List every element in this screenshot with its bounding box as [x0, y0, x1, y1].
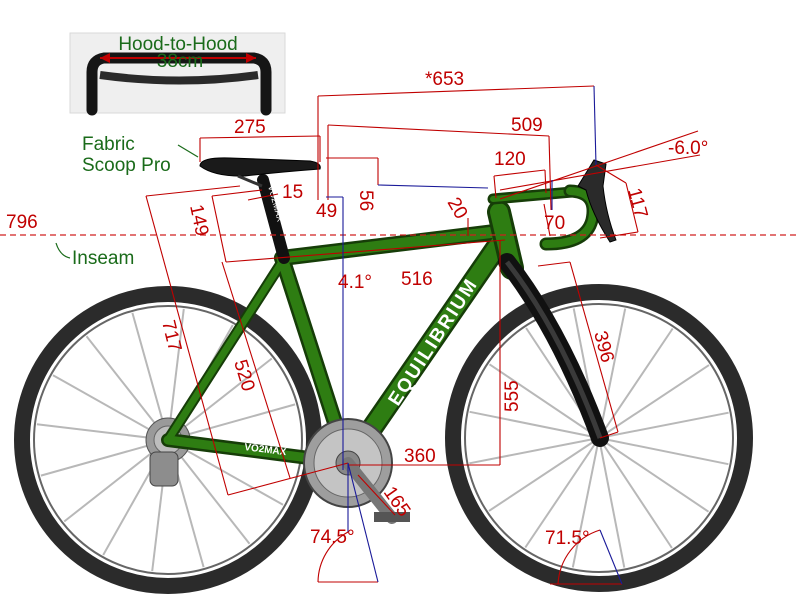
handlebar-inset: Hood-to-Hood 38cm: [69, 32, 286, 116]
label-bar-drop: 70: [544, 213, 565, 234]
rear-derailleur: [149, 451, 179, 487]
saddle-name-line1: Fabric: [82, 134, 135, 155]
saddle-callout: Fabric Scoop Pro: [82, 134, 199, 176]
wheel-spoke: [598, 327, 674, 439]
saddle: [199, 157, 321, 188]
label-bar-reach: 509: [511, 115, 543, 136]
wheel-spoke: [598, 437, 710, 513]
inseam-reference: 796 Inseam: [0, 212, 800, 269]
label-head-angle: 71.5°: [545, 528, 590, 549]
wheel-spoke: [598, 437, 626, 568]
label-seatpost-offset: 15: [282, 182, 303, 203]
label-seat-cluster-gap: 49: [316, 201, 337, 222]
inset-value: 38cm: [157, 51, 203, 72]
wheel-spoke: [488, 437, 600, 512]
label-saddle-height-offset: 56: [355, 190, 376, 211]
inseam-label: Inseam: [72, 248, 134, 269]
label-stem-length: 120: [494, 149, 526, 170]
wheel-spoke: [598, 437, 729, 466]
dimension-lines: [145, 85, 701, 585]
wheel-spoke: [598, 364, 710, 439]
inseam-value: 796: [6, 212, 38, 233]
label-seat-angle: 74.5°: [310, 527, 355, 548]
label-saddle-setback: 275: [234, 117, 266, 138]
wheel-spoke: [469, 437, 600, 465]
wheel-spoke: [598, 411, 729, 439]
label-seat-extension: 149: [185, 203, 212, 238]
saddle-name-line2: Scoop Pro: [82, 155, 171, 176]
wheel-spoke: [469, 410, 600, 439]
wheel-spoke: [488, 363, 600, 439]
front-wheel: [445, 284, 753, 592]
label-reach-total: *653: [425, 69, 464, 90]
label-fork-length: 396: [589, 329, 617, 365]
label-seat-angle-offset: 4.1°: [338, 272, 372, 293]
wheel-spoke: [598, 437, 673, 549]
chainstay-brand: VO2MAX: [244, 442, 288, 458]
label-spacer-stack: 20: [443, 194, 472, 223]
cockpit: [487, 159, 617, 251]
label-top-tube: 516: [401, 269, 433, 290]
reference-lines: [326, 180, 623, 585]
label-stem-angle: -6.0°: [668, 138, 708, 159]
wheel-spoke: [524, 437, 600, 549]
label-stack: 555: [502, 380, 523, 412]
wheel-spoke: [598, 308, 627, 439]
inset-title: Hood-to-Hood: [118, 34, 237, 55]
wheel-spoke: [571, 437, 600, 568]
label-bb-to-front: 360: [404, 446, 436, 467]
label-headset-stack: 117: [623, 186, 651, 221]
